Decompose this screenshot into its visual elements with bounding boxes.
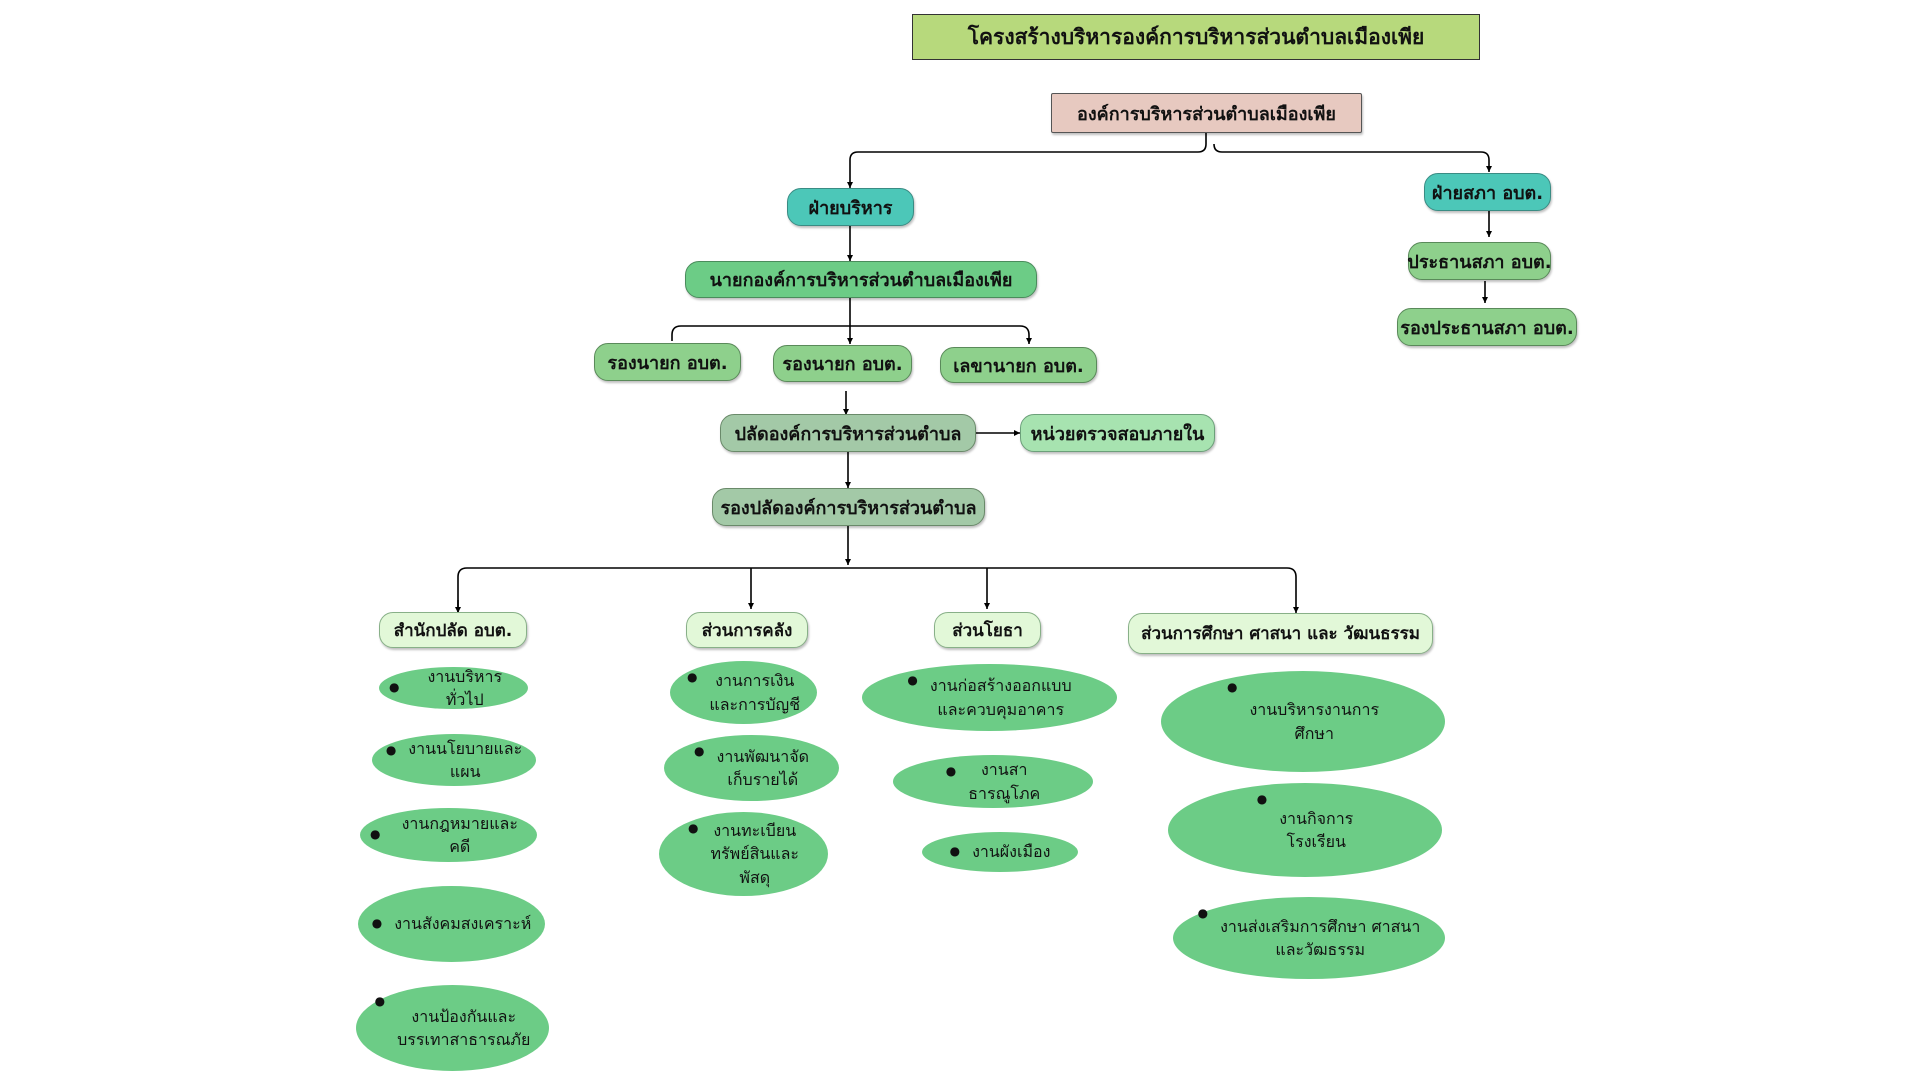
unit-general-administration: ●งานบริหารทั่วไป (379, 667, 528, 709)
department-finance: ส่วนการคลัง (686, 612, 808, 648)
deputy-chief-administrator-box: รองปลัดองค์การบริหารส่วนตำบล (712, 488, 985, 526)
unit-education-administration: ●งานบริหารงานการ ศึกษา (1161, 671, 1445, 772)
council-vice-chair-box: รองประธานสภา อบต. (1397, 308, 1577, 346)
mayor-box: นายกองค์การบริหารส่วนตำบลเมืองเพีย (685, 261, 1037, 298)
unit-finance-and-accounting: ●งานการเงิน และการบัญชี (670, 661, 817, 724)
department-public-works: ส่วนโยธา (934, 612, 1041, 648)
department-chief-office: สำนักปลัด อบต. (379, 612, 527, 648)
council-branch-box: ฝ่ายสภา อบต. (1424, 173, 1551, 211)
executive-branch-box: ฝ่ายบริหาร (787, 188, 914, 226)
unit-disaster-prevention: ●งานป้องกันและ บรรเทาสาธารณภัย (356, 985, 549, 1071)
deputy-mayor-1-box: รองนายก อบต. (594, 343, 741, 381)
unit-public-utilities: ●งานสา ธารณูโภค (893, 755, 1093, 808)
unit-social-welfare: ●งานสังคมสงเคราะห์ (358, 886, 545, 962)
unit-property-registry: ●งานทะเบียน ทรัพย์สินและ พัสดุ (659, 812, 828, 896)
unit-legal-affairs: ●งานกฎหมายและคดี (360, 808, 537, 862)
unit-policy-and-planning: ●งานนโยบายและ แผน (372, 734, 536, 786)
unit-school-affairs: ●งานกิจการ โรงเรียน (1168, 783, 1442, 877)
chief-administrator-box: ปลัดองค์การบริหารส่วนตำบล (720, 414, 976, 452)
mayor-secretary-box: เลขานายก อบต. (940, 347, 1097, 383)
unit-education-religion-culture-promotion: ●งานส่งเสริมการศึกษา ศาสนา และวัฒธรรม (1173, 897, 1445, 979)
department-education-religion-culture: ส่วนการศึกษา ศาสนา และ วัฒนธรรม (1128, 613, 1433, 654)
council-chair-box: ประธานสภา อบต. (1407, 242, 1552, 280)
deputy-mayor-2-box: รองนายก อบต. (773, 345, 912, 382)
chart-title: โครงสร้างบริหารองค์การบริหารส่วนตำบลเมือ… (912, 14, 1480, 60)
root-organization-box: องค์การบริหารส่วนตำบลเมืองเพีย (1051, 93, 1362, 133)
unit-town-planning: ●งานผังเมือง (922, 832, 1078, 872)
unit-construction-design: ●งานก่อสร้างออกแบบ และควบคุมอาคาร (862, 664, 1117, 731)
internal-audit-box: หน่วยตรวจสอบภายใน (1020, 414, 1215, 452)
unit-revenue-collection: ●งานพัฒนาจัด เก็บรายได้ (664, 735, 839, 801)
